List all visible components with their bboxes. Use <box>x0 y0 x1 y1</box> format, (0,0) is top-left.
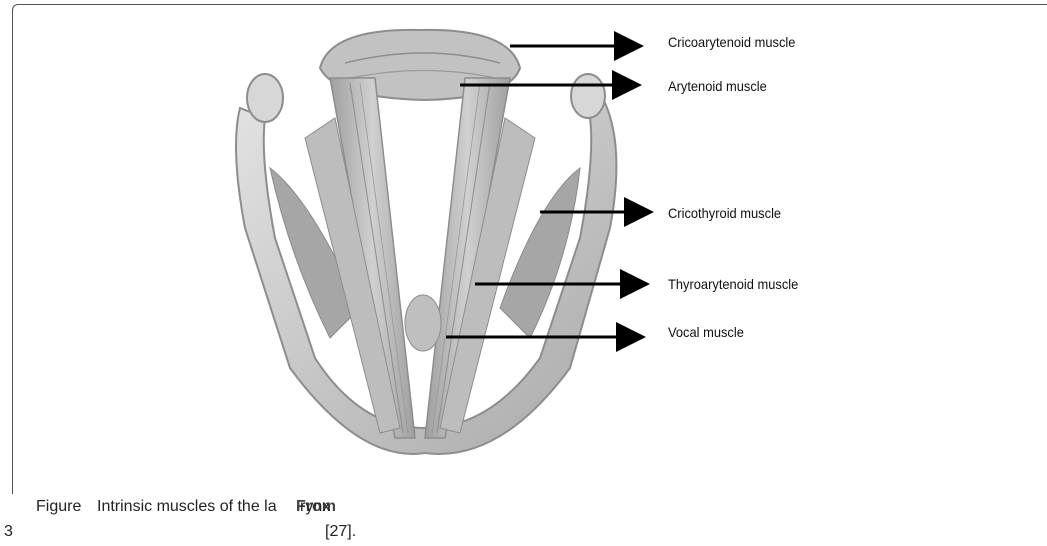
label-thyroarytenoid: Thyroarytenoid muscle <box>668 276 798 292</box>
label-vocal: Vocal muscle <box>668 324 744 340</box>
caption-figure-number: 3 <box>4 523 13 541</box>
caption-citation: [27]. <box>325 523 356 541</box>
label-cricothyroid: Cricothyroid muscle <box>668 205 781 221</box>
label-cricoarytenoid: Cricoarytenoid muscle <box>668 34 795 50</box>
caption-figure-word: Figure <box>36 498 81 516</box>
caption-from-word: From <box>296 498 336 516</box>
label-arytenoid: Arytenoid muscle <box>668 78 767 94</box>
caption-text: Intrinsic muscles of the la <box>97 498 277 516</box>
